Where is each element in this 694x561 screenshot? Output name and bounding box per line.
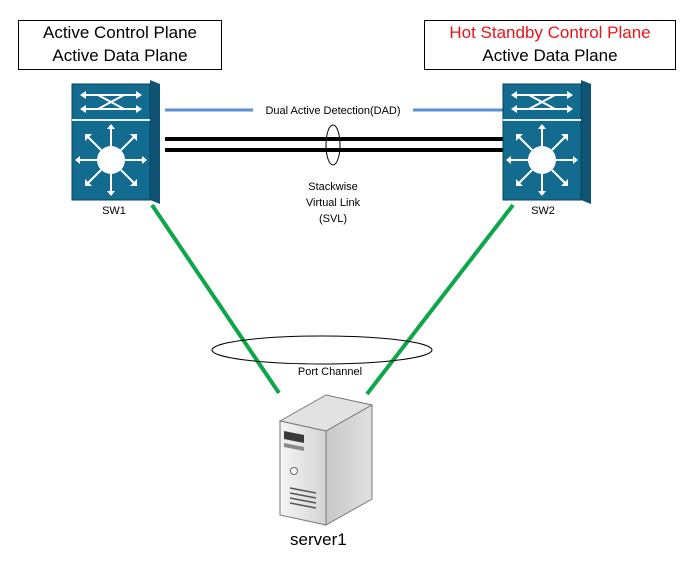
sw1-uplink [150, 203, 281, 395]
sw2-role-box: Hot Standby Control Plane Active Data Pl… [424, 20, 676, 70]
svl-label-line3: (SVL) [319, 213, 347, 225]
sw2-data-plane-label: Active Data Plane [482, 46, 618, 65]
sw2-switch-icon [502, 80, 591, 204]
dad-label-bg [253, 102, 413, 118]
sw2-label: SW2 [531, 205, 555, 217]
server-label: server1 [290, 530, 347, 549]
port-channel-ellipse [211, 335, 433, 365]
tower-server-icon [278, 394, 374, 526]
svl-bundle-ellipse [325, 124, 341, 166]
sw1-data-plane-label: Active Data Plane [52, 46, 188, 65]
sw1-switch-icon [71, 80, 160, 204]
svl-label-line2: Virtual Link [306, 197, 361, 209]
svl-label-line1: Stackwise [308, 181, 358, 193]
sw2-control-plane-label: Hot Standby Control Plane [449, 23, 651, 42]
sw1-control-plane-label: Active Control Plane [42, 23, 198, 42]
sw1-label: SW1 [102, 205, 126, 217]
sw2-uplink [365, 203, 515, 396]
dad-label: Dual Active Detection(DAD) [265, 105, 400, 117]
sw1-role-box: Active Control Plane Active Data Plane [18, 20, 222, 70]
port-channel-label: Port Channel [298, 366, 362, 378]
